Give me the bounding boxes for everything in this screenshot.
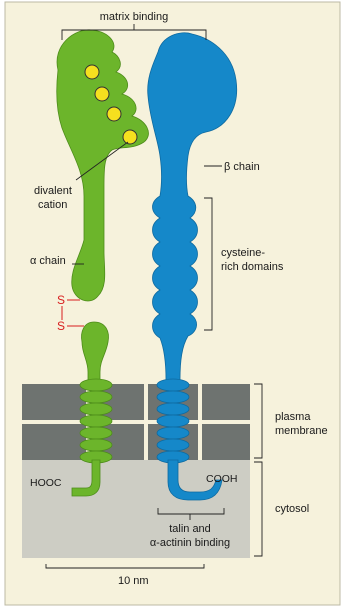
cysteine-label: cysteine- (221, 247, 265, 259)
membrane-label: membrane (275, 425, 328, 437)
scale-label: 10 nm (118, 575, 149, 587)
sulfur-label-bottom: S (57, 319, 65, 333)
alpha-chain-label: α chain (30, 255, 66, 267)
matrix-binding-label: matrix binding (100, 11, 168, 23)
cooh-label: COOH (206, 473, 238, 485)
sulfur-label-top: S (57, 293, 65, 307)
cation-label: cation (38, 199, 67, 211)
beta-chain-label: β chain (224, 161, 260, 173)
plasma-label: plasma (275, 411, 311, 423)
rich-domains-label: rich domains (221, 261, 284, 273)
talin-label: talin and (169, 523, 211, 535)
hooc-label: HOOC (30, 477, 62, 489)
cytosol-label: cytosol (275, 503, 309, 515)
actinin-binding-label: α-actinin binding (150, 537, 230, 549)
divalent-label: divalent (34, 185, 72, 197)
